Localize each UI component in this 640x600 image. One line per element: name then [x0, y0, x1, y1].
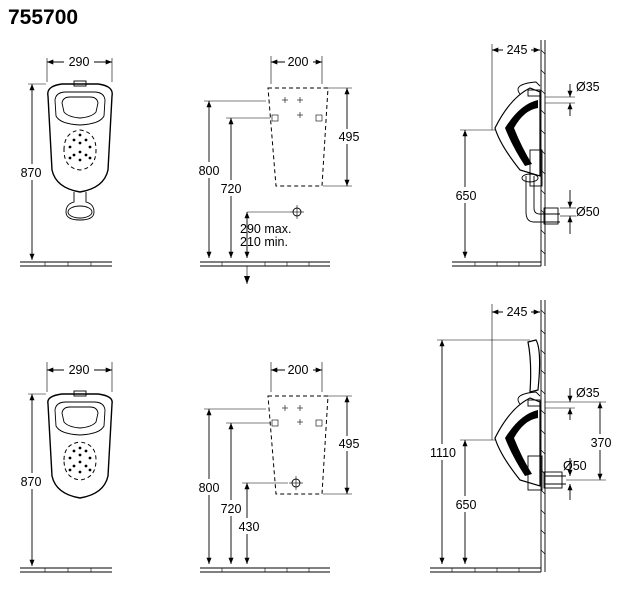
side-view-bottom: 245 Ø35 370 Ø50 1110 650 — [424, 300, 614, 573]
rear-view-bottom: 200 495 800 720 430 — [196, 362, 362, 573]
rear-outlet-bottom: 430 — [239, 520, 260, 534]
rear-outlet-max-top: 290 max. — [240, 222, 291, 236]
front-height-bottom: 870 — [21, 475, 42, 489]
front-height-top: 870 — [21, 166, 42, 180]
rear-total-bottom: 800 — [199, 481, 220, 495]
rear-fix-height-bottom: 495 — [339, 437, 360, 451]
rear-total-top: 800 — [199, 164, 220, 178]
side-view-top: 245 Ø35 Ø50 650 — [452, 40, 600, 267]
front-view-top: 290 870 — [18, 55, 113, 267]
side-depth-top: 245 — [507, 43, 528, 57]
side-inlet-dia-top: Ø35 — [576, 80, 600, 94]
side-inlet-dia-bottom: Ø35 — [576, 386, 600, 400]
model-number: 755700 — [8, 6, 79, 29]
side-spacing-bottom: 370 — [591, 436, 612, 450]
side-outlet-dia-top: Ø50 — [576, 205, 600, 219]
front-width-top: 290 — [69, 55, 90, 69]
rear-inlet-top: 720 — [221, 182, 242, 196]
side-height-top: 650 — [456, 189, 477, 203]
rear-inlet-bottom: 720 — [221, 502, 242, 516]
side-outlet-dia-bottom: Ø50 — [563, 459, 587, 473]
side-total-bottom: 1110 — [430, 446, 456, 460]
rear-fix-height-top: 495 — [339, 130, 360, 144]
rear-width-top: 200 — [288, 55, 309, 69]
rear-width-bottom: 200 — [288, 363, 309, 377]
front-width-bottom: 290 — [69, 363, 90, 377]
side-height-bottom: 650 — [456, 498, 477, 512]
rear-view-top: 200 495 800 720 290 max. 210 min. — [196, 55, 362, 284]
side-depth-bottom: 245 — [507, 305, 528, 319]
front-view-bottom: 290 870 — [18, 362, 113, 573]
rear-outlet-min-top: 210 min. — [240, 235, 288, 249]
